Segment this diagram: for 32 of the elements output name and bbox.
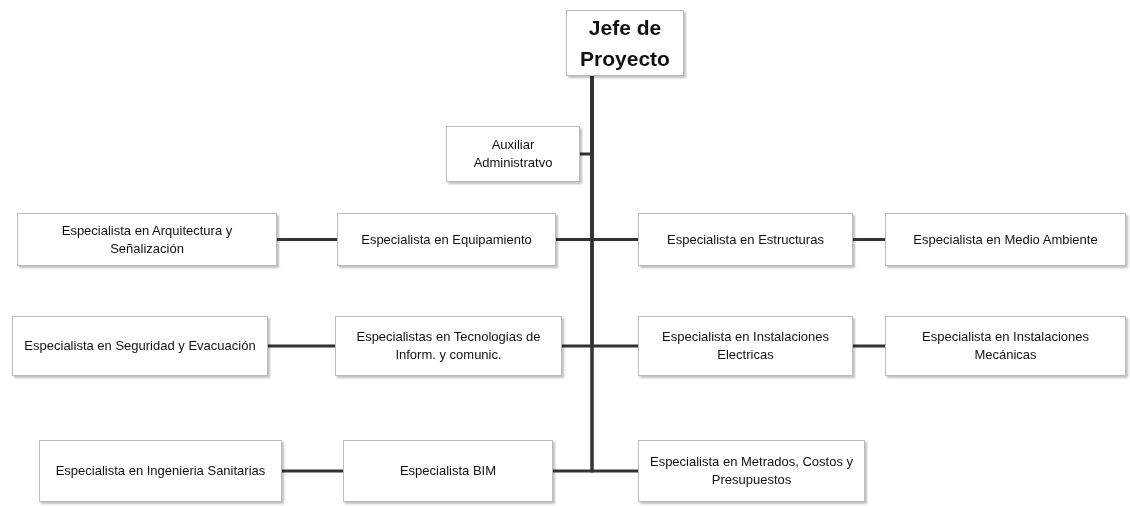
connector-line [853,344,885,348]
role-title: Auxiliar Administratvo [472,136,554,172]
connector-line [590,76,638,473]
role-title: Especialista BIM [399,462,497,480]
role-box [566,10,684,76]
role-box [885,316,1126,376]
role-box [885,213,1126,266]
role-title: Especialista en Estructuras [667,230,824,249]
role-box [343,440,553,502]
connector-line [853,238,885,241]
role-title: Especialistas en Tecnologias de Inform. y comunic. [355,328,542,364]
role-title: Especialista en Instalaciones Mecánicas [921,328,1090,364]
role-title: Especialista en Ingenieria Sanitarias [55,462,266,480]
role-title: Especialista en Metrados, Costos y Presupuestos [648,453,854,489]
role-title: Especialista en Arquitectura y Señalización [60,221,234,258]
role-box [337,213,556,266]
connector-line [268,344,335,348]
role-box [446,126,580,182]
role-title: Jefe de Proyecto [579,15,671,72]
role-box [12,316,268,376]
role-box [39,440,282,502]
role-title: Especialista en Seguridad y Evacuación [24,337,256,355]
role-box [335,316,562,376]
connector-line [282,469,343,473]
role-box [638,316,853,376]
connector-line [277,238,337,241]
role-title: Especialista en Instalaciones Electricas [661,328,830,364]
role-title: Especialista en Medio Ambiente [913,230,1098,249]
role-box [638,440,865,502]
role-box [638,213,853,266]
role-title: Especialista en Equipamiento [361,230,532,249]
role-box [17,213,277,266]
